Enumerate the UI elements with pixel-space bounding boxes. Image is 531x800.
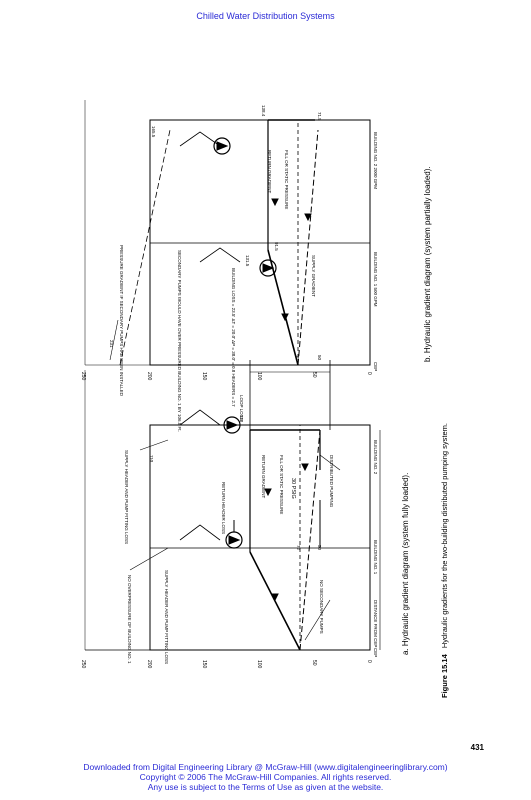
panel-a-x-labels: CEP BUILDING NO. 1 BUILDING NO. 2 DISTAN… <box>373 440 378 657</box>
annotation-return-gradient: RETURN GRADIENT <box>261 455 266 499</box>
panel-a-y-tick: 50 <box>311 660 317 666</box>
annotation-pressure-gradient: PRESSURE GRADIENT IF SECONDARY PUMPS HAD… <box>119 245 124 397</box>
annotation-return-gradient: RETURN GRADIENT <box>267 150 272 194</box>
x-label-distance: DISTANCE FROM CEP <box>373 600 378 647</box>
panel-b-x-labels: CEP BUILDING NO. 1 500 GPM BUILDING NO. … <box>373 132 378 371</box>
panel-a-y-tick: 150 <box>201 660 207 669</box>
x-label-building-2: BUILDING NO. 2 2000 GPM <box>373 132 378 189</box>
panel-a-y-tick: 0 <box>366 660 372 663</box>
value-label: 50 <box>317 355 322 361</box>
panel-b-diagram <box>84 100 371 366</box>
footer-terms: Any use is subject to the Terms of Use a… <box>147 782 384 792</box>
annotation-supply-header-2: SUPPLY HEADER AND PUMP FITTING LOSS <box>124 450 129 544</box>
panel-a-annotations: NO OVERPRESSURE OF BUILDING NO. 1 SUPPLY… <box>124 395 334 664</box>
x-label-cep: CEP <box>373 648 378 657</box>
value-label: 118 <box>239 415 244 423</box>
panel-b-y-tick: 150 <box>201 372 207 381</box>
value-label: 72 <box>296 545 301 551</box>
caption-text: Hydraulic gradients for the two-building… <box>440 423 449 648</box>
value-label: 231 <box>109 340 114 348</box>
figure-caption: Figure 15.14 Hydraulic gradients for the… <box>440 423 449 698</box>
annotation-loop-loss: LOOP LOSS <box>239 395 244 421</box>
caption-label: Figure 15.14 <box>440 653 449 698</box>
panel-a-y-ticks: 250 200 150 100 50 0 <box>80 660 372 669</box>
footer: Downloaded from Digital Engineering Libr… <box>0 762 531 792</box>
value-label: 165.5 <box>151 126 156 138</box>
annotation-supply-header: SUPPLY HEADER AND PUMP FITTING LOSS <box>164 570 169 664</box>
value-label: 91.5 <box>274 242 279 251</box>
value-label: 72 <box>295 355 300 361</box>
annotation-supply-gradient: SUPPLY GRADIENT <box>311 255 316 297</box>
annotation-building-loss: BUILDING LOSS = 23.5' ΔT = 20.0' ΔP = 38… <box>231 268 236 407</box>
panel-a-y-tick: 100 <box>256 660 262 669</box>
x-label-building-2: BUILDING NO. 2 <box>373 440 378 475</box>
panel-a-diagram <box>84 360 381 651</box>
page-number: 431 <box>470 743 484 752</box>
panel-b-y-tick: 50 <box>311 372 317 378</box>
running-header: Chilled Water Distribution Systems <box>196 11 335 21</box>
value-label: 131.5 <box>245 255 250 267</box>
annotation-30-psig: 30 PSIG <box>290 478 296 499</box>
annotation-no-overpressure: NO OVERPRESSURE OF BUILDING NO. 1 <box>127 575 132 664</box>
x-label-cep: CEP <box>373 362 378 371</box>
value-label: 50 <box>317 545 322 551</box>
panel-b-y-ticks: 250 200 150 100 50 0 <box>80 372 372 381</box>
footer-copyright: Copyright © 2006 The McGraw-Hill Compani… <box>139 772 392 782</box>
footer-download-link[interactable]: Downloaded from Digital Engineering Libr… <box>83 762 448 772</box>
annotation-distributed-pumping: DISTRIBUTED PUMPING <box>329 455 334 508</box>
panel-b-title: b. Hydraulic gradient diagram (system pa… <box>423 166 432 362</box>
annotation-return-header: RETURN HEADER LOSS <box>221 482 226 534</box>
svg-text:Figure 15.14 Hydraulic g: Figure 15.14 Hydraulic gradients for the… <box>440 423 449 698</box>
panel-b-y-tick: 250 <box>80 372 86 381</box>
value-label: 138.4 <box>261 105 266 117</box>
annotation-no-secondary-pumps: NO SECONDARY PUMPS <box>319 580 324 634</box>
panel-b-annotations: PRESSURE GRADIENT IF SECONDARY PUMPS HAD… <box>109 105 322 432</box>
panel-b-y-tick: 100 <box>256 372 262 381</box>
value-label: 110 <box>149 455 154 463</box>
panel-b-y-tick: 200 <box>146 372 152 381</box>
annotation-secondary-pumps: SECONDARY PUMPS WOULD HAVE OVER PRESSURE… <box>177 250 182 432</box>
annotation-fill-static: FILL OR STATIC PRESSURE <box>284 150 289 209</box>
panel-a-title: a. Hydraulic gradient diagram (system fu… <box>401 473 410 655</box>
annotation-fill-static: FILL OR STATIC PRESSURE <box>279 455 284 514</box>
value-label: 71.5 <box>317 112 322 121</box>
panel-b-y-tick: 0 <box>366 372 372 375</box>
x-label-building-1: BUILDING NO. 1 <box>373 540 378 575</box>
panel-a-y-tick: 250 <box>80 660 86 669</box>
panel-a-y-tick: 200 <box>146 660 152 669</box>
x-label-building-1: BUILDING NO. 1 500 GPM <box>373 252 378 307</box>
